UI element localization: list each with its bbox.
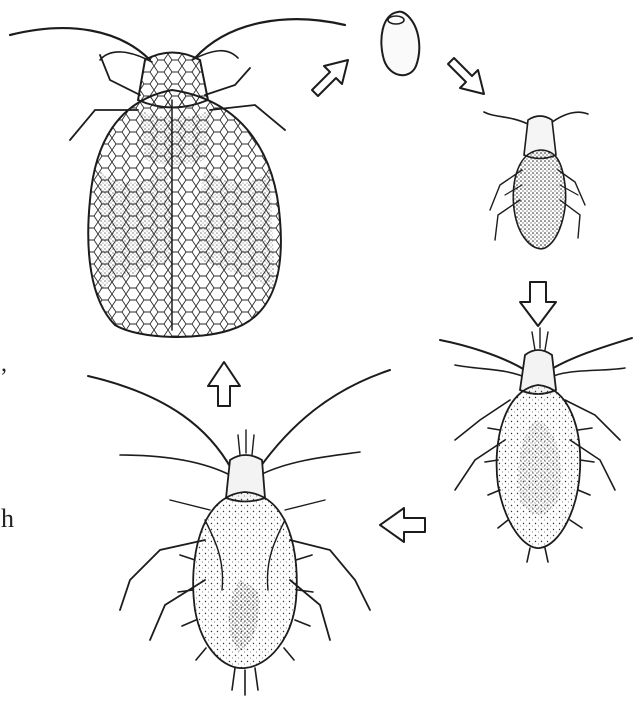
egg-illustration [381,12,419,76]
arrow-egg-to-nymph1 [448,58,484,94]
nymph-late-instar-illustration [440,328,632,562]
arrow-nymph3-to-adult [208,362,240,406]
cropped-text-fragment: , [1,352,7,376]
arrow-nymph2-to-nymph3 [380,508,425,542]
cropped-text-fragment: h [1,506,14,532]
arrow-nymph1-to-nymph2 [520,282,556,326]
nymph-first-instar-illustration [484,112,588,249]
arrow-adult-to-egg [312,60,348,96]
adult-lace-bug-illustration [10,19,345,337]
nymph-final-instar-illustration [88,370,390,695]
